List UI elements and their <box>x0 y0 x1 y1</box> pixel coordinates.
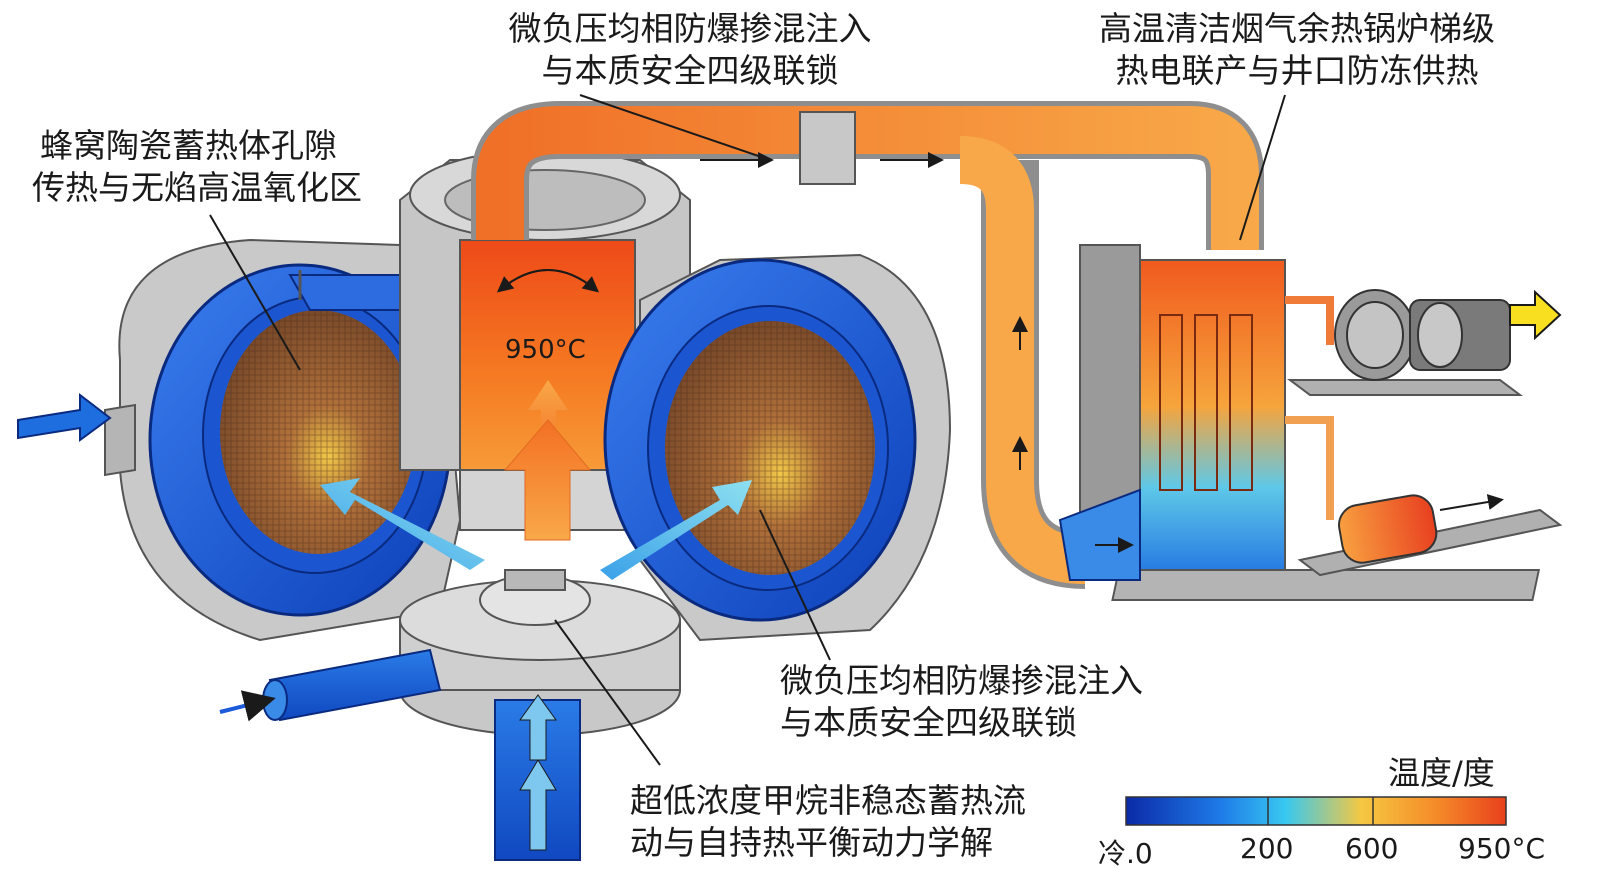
temperature-legend-bar <box>1125 796 1507 826</box>
water-heater <box>1297 494 1563 577</box>
bottom-valve <box>219 569 681 861</box>
label-bottom-center: 超低浓度甲烷非稳态蓄热流 动与自持热平衡动力学解 <box>630 780 1026 864</box>
label-bottom-center-line2: 动与自持热平衡动力学解 <box>630 823 993 862</box>
label-bottom-right-line2: 与本质安全四级联锁 <box>780 703 1077 742</box>
legend-tick-3: 950°C <box>1458 832 1545 865</box>
left-inlet-arrow <box>17 392 112 442</box>
right-regenerator <box>603 253 952 642</box>
label-left-line2: 传热与无焰高温氧化区 <box>32 168 362 207</box>
label-bottom-right: 微负压均相防爆掺混注入 与本质安全四级联锁 <box>780 660 1143 744</box>
label-left: 蜂窝陶瓷蓄热体孔隙 传热与无焰高温氧化区 <box>32 125 362 209</box>
label-top-right: 高温清洁烟气余热锅炉梯级 热电联产与井口防冻供热 <box>1082 8 1512 92</box>
legend-tick-2: 600 <box>1345 832 1399 865</box>
label-bottom-right-line1: 微负压均相防爆掺混注入 <box>780 661 1143 700</box>
chamber-temperature: 950°C <box>505 335 586 365</box>
label-top-center-line1: 微负压均相防爆掺混注入 <box>508 9 872 48</box>
label-top-center: 微负压均相防爆掺混注入 与本质安全四级联锁 <box>490 8 890 92</box>
label-bottom-center-line1: 超低浓度甲烷非稳态蓄热流 <box>630 781 1026 820</box>
right-flow-arrow <box>600 480 752 580</box>
label-top-center-line2: 与本质安全四级联锁 <box>541 51 839 90</box>
legend-tick-0: 冷.0 <box>1098 837 1153 870</box>
label-left-line1: 蜂窝陶瓷蓄热体孔隙 <box>40 126 337 165</box>
legend-tick-1: 200 <box>1240 832 1294 865</box>
label-top-right-line2: 热电联产与井口防冻供热 <box>1115 51 1479 90</box>
left-flow-arrow <box>320 478 485 570</box>
turbine-generator <box>1285 289 1562 520</box>
label-top-right-line1: 高温清洁烟气余热锅炉梯级 <box>1099 9 1495 48</box>
legend-title: 温度/度 <box>1388 754 1495 792</box>
leader-lines <box>209 94 1286 766</box>
waste-heat-boiler <box>1058 244 1541 601</box>
